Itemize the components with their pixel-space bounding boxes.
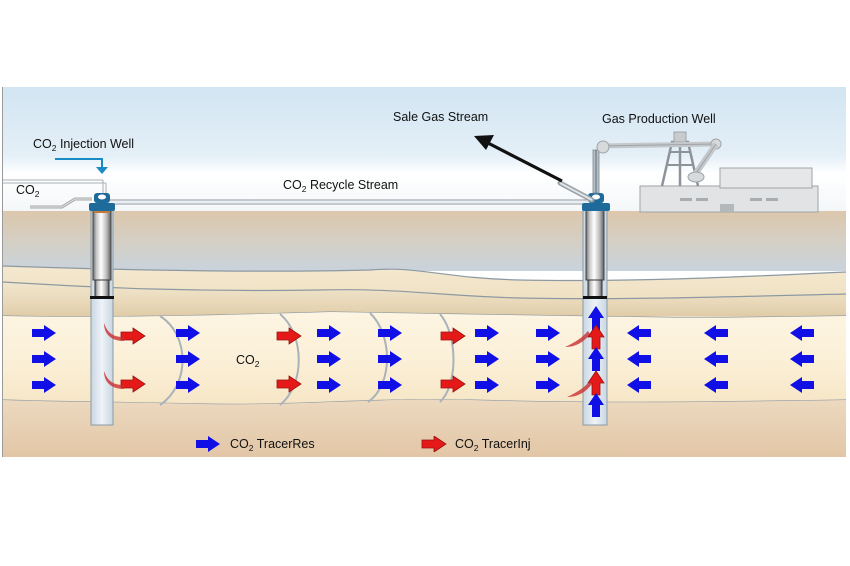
tracerres-arrow xyxy=(588,306,604,330)
injection-well xyxy=(89,193,115,426)
tracerres-arrow xyxy=(627,325,651,341)
recycle-stream-label-sub: 2 xyxy=(301,184,307,194)
injection-well-label-prefix: CO xyxy=(33,137,52,151)
gas-production-rig xyxy=(596,131,819,213)
co2-inlet-label-prefix: CO xyxy=(16,183,35,197)
tracerinj-arrow xyxy=(276,375,302,393)
injection-well-label-sub: 2 xyxy=(51,143,57,153)
tracerres-arrow xyxy=(317,351,341,367)
tracerres-arrow xyxy=(317,325,341,341)
co2-front-4 xyxy=(439,313,455,403)
production-well-label: Gas Production Well xyxy=(602,112,716,126)
reservoir-arrows xyxy=(32,306,814,417)
injection-well-label-suffix: Injection Well xyxy=(56,137,135,151)
legend-tracerres-sub: 2 xyxy=(248,443,254,453)
recycle-stream-label: CO2 Recycle Stream xyxy=(283,178,399,194)
tracerres-arrow xyxy=(176,325,200,341)
tracerres-arrow xyxy=(790,377,814,393)
top-soil-layer xyxy=(3,211,846,271)
injection-inlet-arrow xyxy=(55,158,108,174)
tracerinj-arrow xyxy=(440,327,466,345)
caprock-band-lower xyxy=(3,282,846,318)
tracerres-arrow xyxy=(32,351,56,367)
recycle-stream-label-suffix: Recycle Stream xyxy=(306,178,399,192)
tracerres-arrow xyxy=(536,377,560,393)
tracerres-arrow xyxy=(378,325,402,341)
legend-tracerres-prefix: CO xyxy=(230,437,249,451)
co2-recycle-pipe xyxy=(110,199,588,205)
tracerres-arrow xyxy=(475,377,499,393)
legend-tracerinj-label: CO2 TracerInj xyxy=(455,437,531,453)
injection-feed-pipe xyxy=(3,179,107,194)
tracerres-arrow xyxy=(790,325,814,341)
reservoir-co2-label-sub: 2 xyxy=(254,359,260,369)
tracerres-arrow xyxy=(536,351,560,367)
sale-gas-stream-label: Sale Gas Stream xyxy=(393,110,489,124)
tracerres-arrow xyxy=(176,377,200,393)
legend-tracerres-icon xyxy=(196,436,220,452)
co2-inlet-label-sub: 2 xyxy=(34,189,40,199)
sale-gas-arrow xyxy=(474,135,563,183)
legend-tracerres-label: CO2 TracerRes xyxy=(230,437,315,453)
tracerres-arrow xyxy=(627,351,651,367)
legend-tracerinj-sub: 2 xyxy=(473,443,479,453)
injection-swirl-trails xyxy=(104,323,592,397)
tracerres-arrow xyxy=(32,325,56,341)
legend-tracerinj-prefix: CO xyxy=(455,437,474,451)
legend-tracerinj-icon xyxy=(421,436,447,452)
legend-tracerres-suffix: TracerRes xyxy=(253,437,315,451)
tracerinj-arrow xyxy=(440,375,466,393)
tracerres-arrow xyxy=(704,325,728,341)
tracerres-arrow xyxy=(378,351,402,367)
tracerinj-arrow xyxy=(276,327,302,345)
tracerres-arrow xyxy=(790,351,814,367)
tracerres-arrow xyxy=(627,377,651,393)
tracerres-arrow xyxy=(317,377,341,393)
tracerres-arrow xyxy=(704,351,728,367)
recycle-stream-label-prefix: CO xyxy=(283,178,302,192)
reservoir-co2-label: CO2 xyxy=(236,353,260,369)
injection-well-label: CO2 Injection Well xyxy=(33,137,135,153)
tracerres-arrow xyxy=(475,351,499,367)
tracerres-arrow xyxy=(588,347,604,371)
tracerinj-arrow xyxy=(587,324,605,350)
legend-tracerinj-suffix: TracerInj xyxy=(478,437,531,451)
layer-line-2 xyxy=(2,281,847,300)
tracerres-arrow xyxy=(588,393,604,417)
tracerres-arrow xyxy=(536,325,560,341)
co2-front-2 xyxy=(279,313,300,406)
tracerres-arrow xyxy=(704,377,728,393)
layer-line-1 xyxy=(2,265,847,282)
tracerres-arrow xyxy=(176,351,200,367)
tracerres-arrow xyxy=(475,325,499,341)
tracerres-arrow xyxy=(378,377,402,393)
co2-inlet-label: CO2 xyxy=(16,183,40,199)
caprock-band-upper xyxy=(3,266,846,299)
reservoir-co2-label-prefix: CO xyxy=(236,353,255,367)
co2-inlet-pipe xyxy=(30,197,92,209)
tracerres-arrow xyxy=(32,377,56,393)
